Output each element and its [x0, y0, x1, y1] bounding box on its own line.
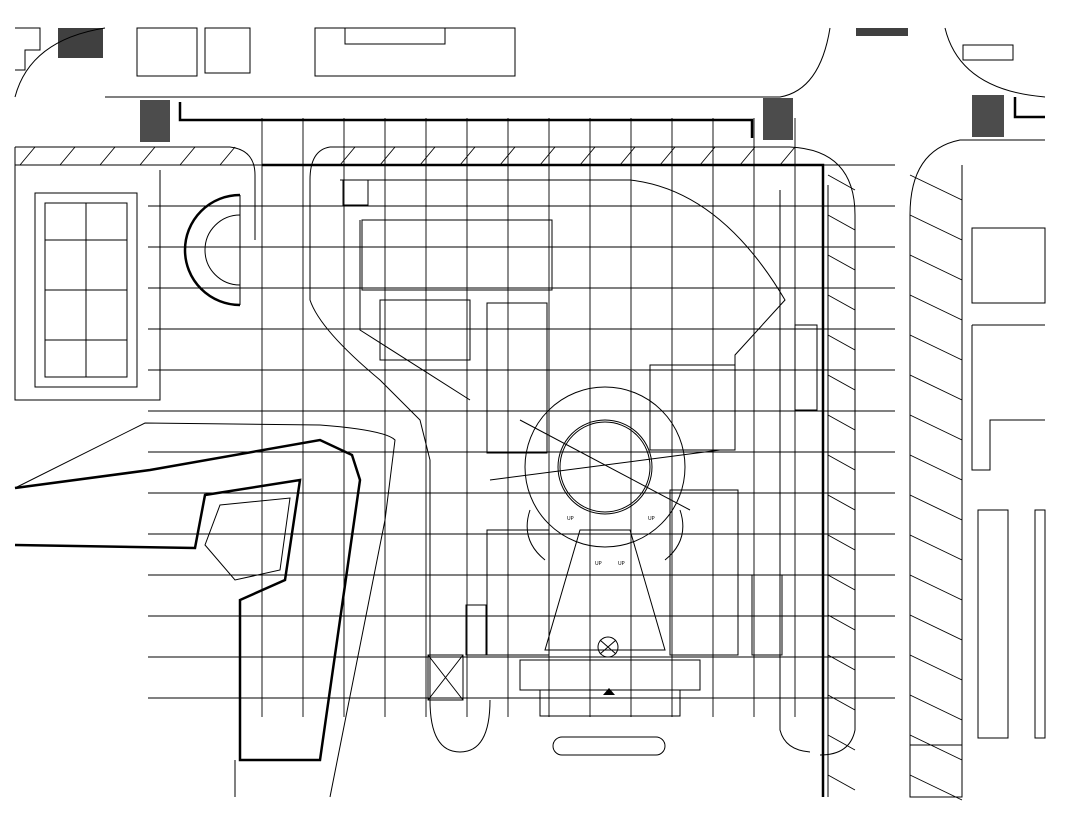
grid-line: [699, 146, 716, 166]
grid-line: [539, 146, 556, 166]
grid-line: [909, 614, 963, 641]
grid-line: [139, 146, 156, 166]
grid-line: [827, 654, 856, 671]
grid-line: [909, 734, 963, 761]
structural-grid: [19, 118, 963, 801]
building-outline: [262, 163, 825, 797]
grid-line: [909, 454, 963, 481]
grid-line: [827, 174, 856, 191]
grid-line: [219, 146, 236, 166]
grid-line: [827, 374, 856, 391]
sports-court: [14, 147, 161, 401]
stair-label: UP: [567, 516, 574, 522]
grid-line: [909, 494, 963, 521]
grid-line: [827, 454, 856, 471]
grid-line: [339, 146, 356, 166]
grid-line: [827, 614, 856, 631]
grid-line: [827, 494, 856, 511]
grid-line: [659, 146, 676, 166]
grid-line: [827, 214, 856, 231]
adjacent-buildings: [909, 227, 1046, 798]
grid-line: [779, 146, 796, 166]
grid-line: [459, 146, 476, 166]
grid-line: [827, 254, 856, 271]
grid-line: [909, 694, 963, 721]
grid-line: [909, 174, 963, 201]
grid-line: [739, 146, 756, 166]
grid-line: [179, 146, 196, 166]
grid-line: [827, 334, 856, 351]
entrance-marker: [603, 688, 615, 695]
grid-line: [379, 146, 396, 166]
grid-line: [909, 374, 963, 401]
grid-line: [827, 774, 856, 791]
central-rotunda: UP UP UP UP: [489, 386, 721, 658]
grid-line: [909, 334, 963, 361]
grid-line: [909, 214, 963, 241]
top-road: [14, 27, 1046, 142]
grid-line: [499, 146, 516, 166]
grid-line: [419, 146, 436, 166]
stair-label: UP: [595, 561, 602, 567]
grid-line: [909, 534, 963, 561]
grid-line: [909, 414, 963, 441]
grid-line: [827, 414, 856, 431]
grid-line: [19, 146, 36, 166]
grid-line: [827, 734, 856, 751]
stair-label: UP: [618, 561, 625, 567]
grid-line: [909, 254, 963, 281]
landscape-area: [14, 422, 396, 798]
stair-label: UP: [648, 516, 655, 522]
grid-line: [59, 146, 76, 166]
spiral-stair: [183, 193, 241, 307]
grid-line: [827, 574, 856, 591]
grid-line: [579, 146, 596, 166]
grid-line: [827, 534, 856, 551]
grid-line: [619, 146, 636, 166]
drop-off-island: [552, 736, 666, 756]
grid-line: [909, 774, 963, 801]
grid-line: [827, 694, 856, 711]
grid-line: [909, 574, 963, 601]
grid-line: [909, 654, 963, 681]
grid-line: [827, 294, 856, 311]
grid-line: [99, 146, 116, 166]
walkway-band: [15, 139, 1045, 797]
grid-line: [909, 294, 963, 321]
